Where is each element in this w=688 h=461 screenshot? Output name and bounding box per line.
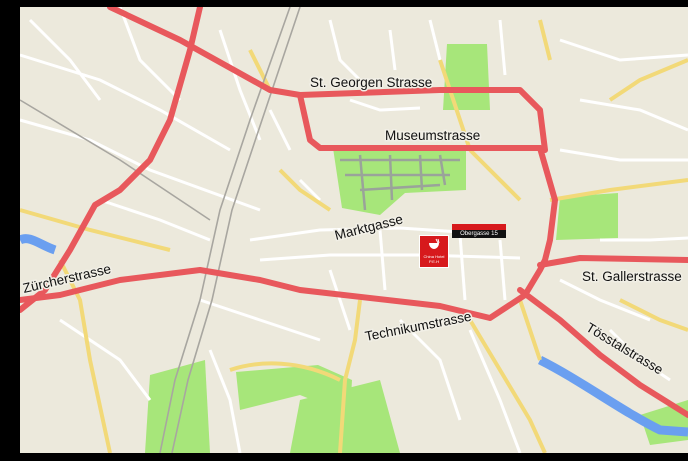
restaurant-marker[interactable]: China Hotel P.E.H xyxy=(419,235,449,268)
park-east xyxy=(556,193,618,240)
address-tag-bar xyxy=(452,224,506,230)
address-tag[interactable]: Obergasse 15 xyxy=(452,224,506,238)
secondary-roads xyxy=(19,19,688,454)
road-st-georgen xyxy=(107,4,548,153)
road-st-galler xyxy=(537,255,688,268)
park-southwest xyxy=(145,360,210,453)
address-tag-text: Obergasse 15 xyxy=(452,230,506,238)
frame-top xyxy=(0,0,688,7)
restaurant-bowl-icon xyxy=(429,238,440,249)
rail-lines xyxy=(19,6,301,454)
frame-left xyxy=(0,0,20,461)
frame-bottom xyxy=(0,453,688,461)
road-ring-south xyxy=(17,145,558,321)
road-toesstal xyxy=(517,287,688,418)
park-paths xyxy=(340,154,460,211)
road-diagonal-west xyxy=(17,4,203,313)
street-label-museum: Museumstrasse xyxy=(385,128,480,143)
street-label-st-georgen: St. Georgen Strasse xyxy=(310,75,432,90)
restaurant-marker-label: China Hotel P.E.H xyxy=(423,254,445,264)
river-west xyxy=(17,234,57,255)
road-museum xyxy=(297,92,543,151)
park-south-center xyxy=(290,380,400,453)
park-areas xyxy=(145,44,688,453)
rivers xyxy=(17,234,688,437)
river-east xyxy=(537,355,688,437)
park-central xyxy=(333,148,466,215)
main-roads xyxy=(17,4,688,418)
street-label-st-galler: St. Gallerstrasse xyxy=(582,269,682,284)
park-north xyxy=(443,44,490,110)
minor-roads xyxy=(19,6,688,454)
